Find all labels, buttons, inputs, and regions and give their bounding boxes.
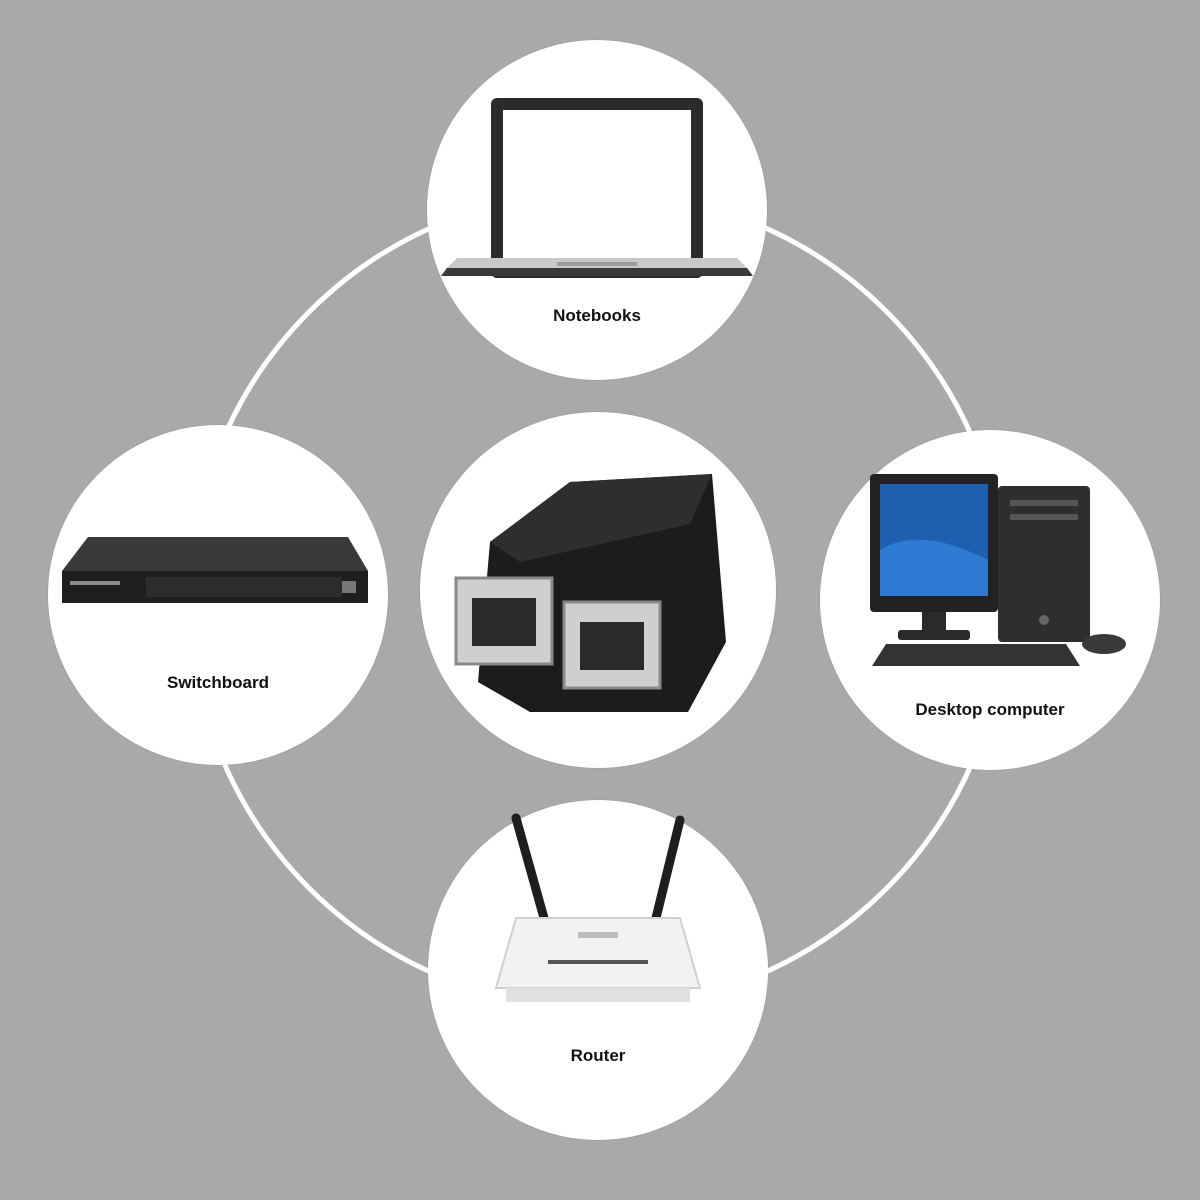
splitter-node bbox=[420, 412, 776, 768]
desktop-computer-label: Desktop computer bbox=[915, 700, 1065, 719]
notebooks-label: Notebooks bbox=[553, 306, 641, 325]
laptop-icon bbox=[441, 98, 753, 278]
notebooks-node: Notebooks bbox=[427, 40, 767, 380]
rj45-splitter-icon bbox=[454, 474, 726, 712]
router-node: Router bbox=[428, 800, 768, 1140]
switchboard-node: Switchboard bbox=[48, 425, 388, 765]
desktop-node: Desktop computer bbox=[820, 430, 1160, 770]
router-label: Router bbox=[570, 1046, 626, 1065]
switchboard-label: Switchboard bbox=[166, 673, 269, 692]
network-switch-icon bbox=[62, 537, 368, 603]
desktop-computer-icon bbox=[870, 474, 1126, 666]
router-icon bbox=[494, 813, 702, 1002]
